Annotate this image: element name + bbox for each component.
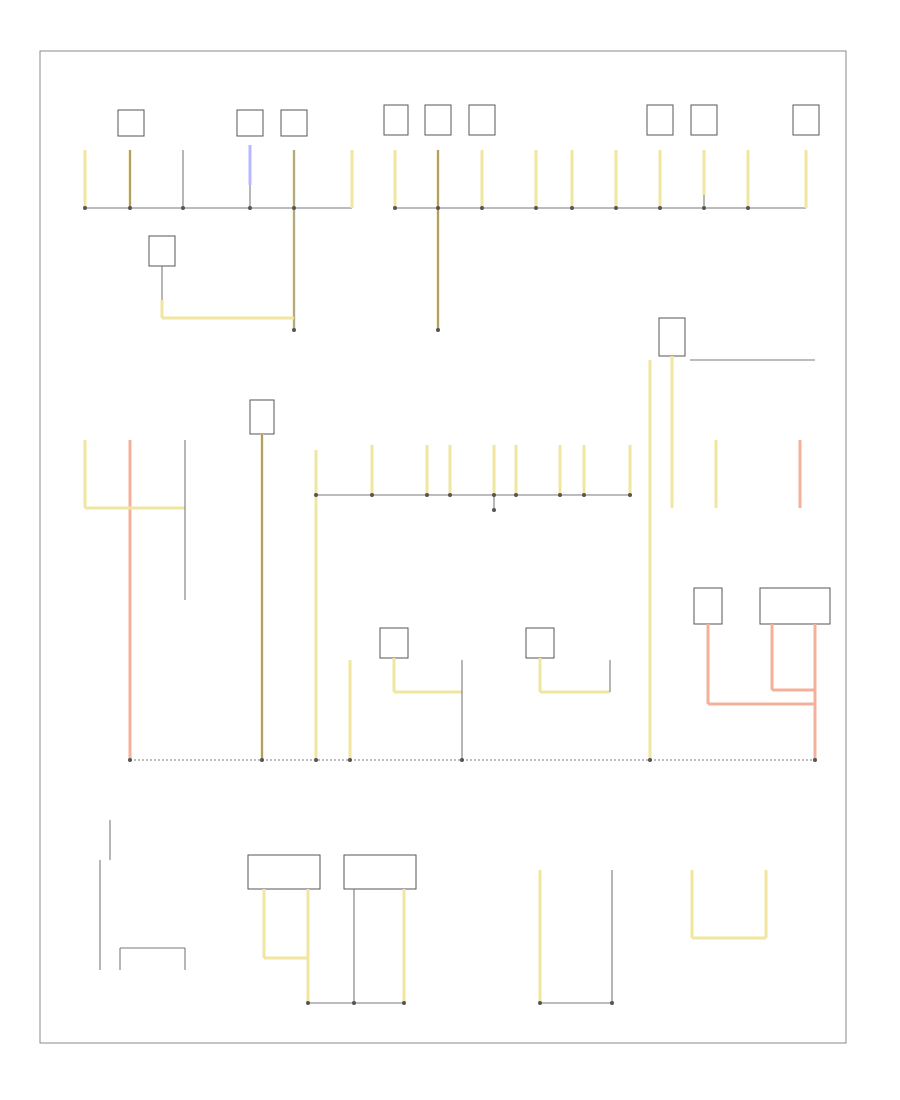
component-box xyxy=(690,104,718,136)
ground-point xyxy=(492,508,496,512)
component-box xyxy=(236,109,264,137)
component-box xyxy=(117,109,145,137)
component-box xyxy=(424,104,452,136)
component-box xyxy=(249,399,275,435)
component-box xyxy=(468,104,496,136)
component-box xyxy=(148,235,176,267)
component-box xyxy=(792,104,820,136)
component-box xyxy=(658,317,686,357)
bottom-section xyxy=(99,820,768,1005)
top-section xyxy=(83,104,820,332)
component-box xyxy=(343,854,417,890)
ground-point xyxy=(436,328,440,332)
component-box xyxy=(247,854,321,890)
component-box xyxy=(383,104,409,136)
diagram-frame xyxy=(39,50,847,1044)
component-box xyxy=(693,587,723,625)
component-box xyxy=(759,587,831,625)
component-box xyxy=(525,627,555,659)
component-box xyxy=(379,627,409,659)
component-box xyxy=(646,104,674,136)
middle-section xyxy=(83,317,831,762)
component-box xyxy=(280,109,308,137)
